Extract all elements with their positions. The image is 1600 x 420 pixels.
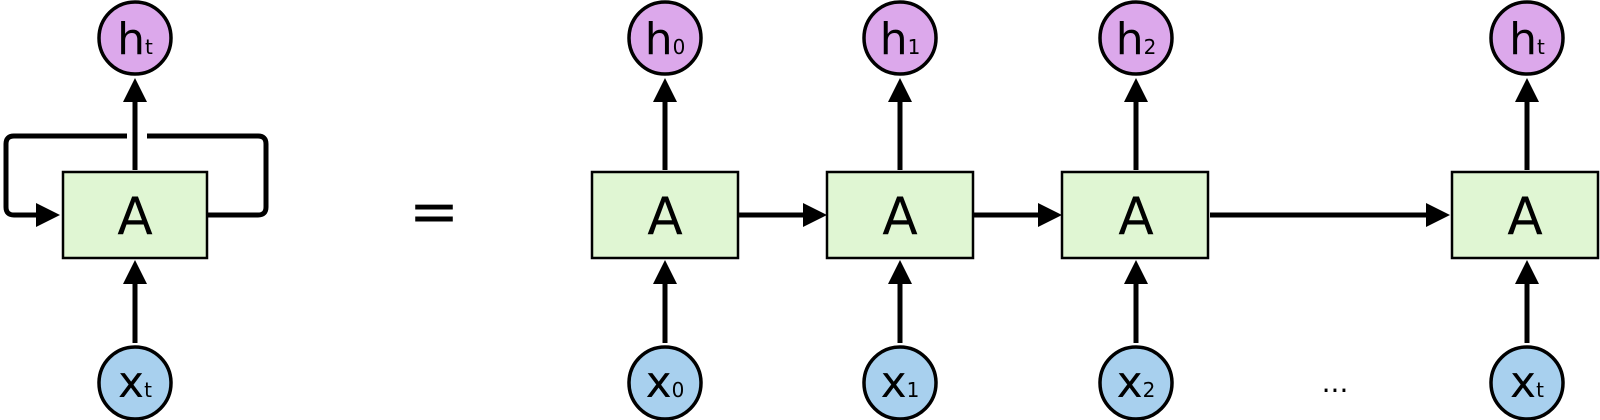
input-node-label: x2 bbox=[1117, 357, 1156, 408]
input-node bbox=[862, 345, 938, 420]
input-node bbox=[1098, 345, 1174, 420]
input-node bbox=[627, 345, 703, 420]
hidden-state-arrowhead bbox=[803, 203, 827, 227]
equals-sign: = bbox=[409, 177, 459, 247]
rnn-cell-label: A bbox=[882, 187, 918, 247]
rnn-cell bbox=[825, 170, 975, 260]
input-node bbox=[1489, 345, 1565, 420]
output-node-label: h2 bbox=[1116, 14, 1157, 65]
output-node bbox=[1098, 0, 1174, 76]
input-arrowhead bbox=[123, 260, 147, 284]
output-node-label: h0 bbox=[645, 14, 686, 65]
output-node bbox=[627, 0, 703, 76]
output-node bbox=[97, 0, 173, 76]
input-arrowhead bbox=[653, 260, 677, 284]
rnn-cell-label: A bbox=[647, 187, 683, 247]
hidden-state-arrowhead bbox=[1038, 203, 1062, 227]
timestep-t: A ht xt bbox=[1450, 0, 1600, 420]
folded-rnn: A ht xt bbox=[3, 0, 269, 420]
output-arrowhead bbox=[1124, 78, 1148, 102]
rnn-cell-label: A bbox=[117, 187, 153, 247]
loop-arrowhead bbox=[36, 203, 60, 227]
input-node-label: xt bbox=[1510, 357, 1544, 408]
unrolled-rnn: A h0 x0 A h1 x1 A h2 bbox=[590, 0, 1600, 420]
output-node-label: ht bbox=[1509, 14, 1545, 65]
input-arrowhead bbox=[888, 260, 912, 284]
rnn-cell-label: A bbox=[1507, 187, 1543, 247]
input-node-label: xt bbox=[118, 357, 152, 408]
output-arrowhead bbox=[653, 78, 677, 102]
hidden-state-arrowhead bbox=[1426, 203, 1450, 227]
input-node-label: x0 bbox=[646, 357, 685, 408]
rnn-cell bbox=[590, 170, 740, 260]
output-node bbox=[862, 0, 938, 76]
output-node-label: h1 bbox=[880, 14, 921, 65]
rnn-cell bbox=[61, 170, 209, 260]
recurrent-loop-arrow-return bbox=[3, 133, 127, 218]
output-arrowhead bbox=[1515, 78, 1539, 102]
output-node-label: ht bbox=[117, 14, 153, 65]
rnn-cell-label: A bbox=[1118, 187, 1154, 247]
ellipsis: ... bbox=[1322, 366, 1349, 399]
output-arrowhead bbox=[123, 78, 147, 102]
timestep-2: A h2 x2 bbox=[1060, 0, 1210, 420]
input-arrowhead bbox=[1124, 260, 1148, 284]
timestep-1: A h1 x1 bbox=[825, 0, 975, 420]
rnn-cell bbox=[1060, 170, 1210, 260]
input-node-label: x1 bbox=[881, 357, 920, 408]
input-node bbox=[97, 345, 173, 420]
output-arrowhead bbox=[888, 78, 912, 102]
output-node bbox=[1489, 0, 1565, 76]
input-arrowhead bbox=[1515, 260, 1539, 284]
recurrent-loop-arrow bbox=[147, 133, 269, 218]
rnn-cell bbox=[1450, 170, 1600, 260]
timestep-0: A h0 x0 bbox=[590, 0, 740, 420]
